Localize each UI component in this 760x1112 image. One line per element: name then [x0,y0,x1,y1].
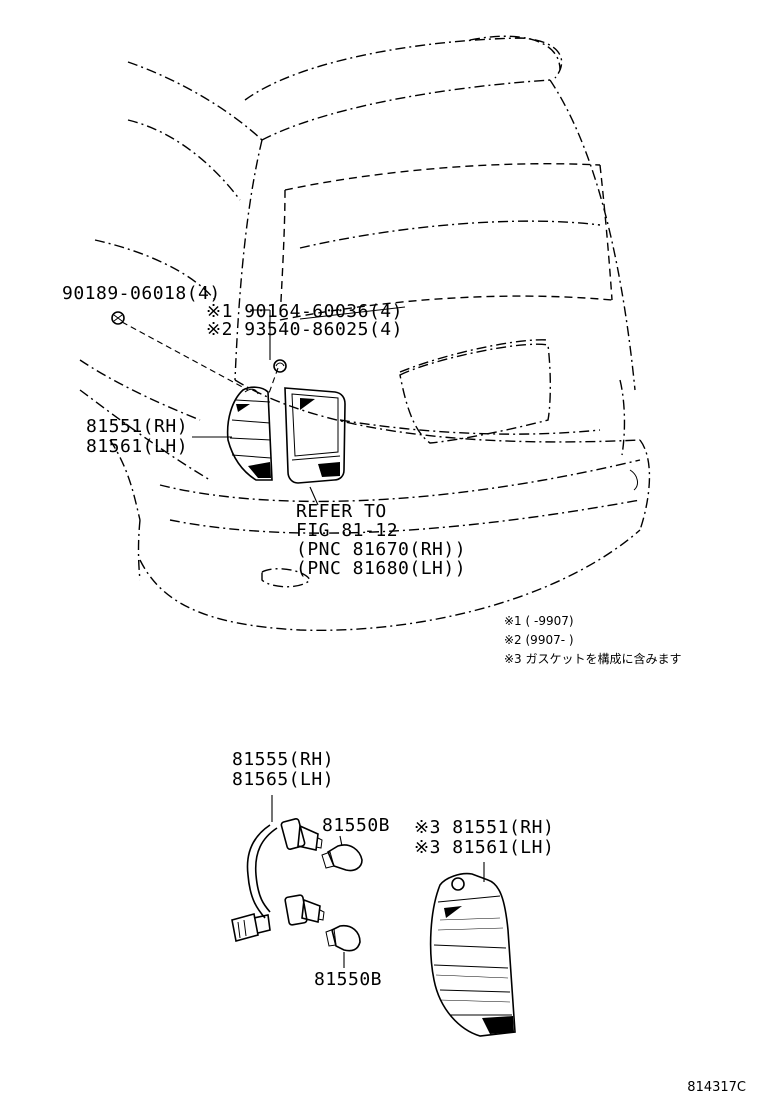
note-3: ※3 ガスケットを構成に含みます [504,652,682,666]
label-lamp-unit-lh: ※3 81561(LH) [414,837,555,858]
bolt-icon [111,311,125,325]
label-refer-fig: FIG 81-12 [296,520,399,541]
label-lamp-unit-rh: ※3 81551(RH) [414,817,555,838]
label-socket-lh: 81565(LH) [232,769,335,790]
label-socket-rh: 81555(RH) [232,749,335,770]
label-refer-pnc-rh: (PNC 81670(RH)) [296,539,467,560]
vehicle-outline [79,35,651,632]
label-nut-part-number-2: ※2 93540-86025(4) [206,319,403,340]
label-bulb-upper: 81550B [322,815,391,836]
label-nut-part-number-1: ※1 90164-60036(4) [206,301,403,322]
bulb-lower-icon [325,924,361,968]
figure-code: 814317C [687,1080,746,1095]
rear-lamp-installed-icon [226,386,273,481]
bulb-upper-icon [321,835,363,872]
label-lamp-rh: 81551(RH) [86,416,189,437]
rear-lamp-unit-icon [429,862,516,1037]
back-door-lamp-icon [284,387,346,484]
label-refer-pnc-lh: (PNC 81680(LH)) [296,558,467,579]
label-lamp-lh: 81561(LH) [86,436,189,457]
installation-leaders [121,306,406,506]
socket-wire-assembly-icon [231,795,325,942]
label-refer-to: REFER TO [296,501,387,522]
label-bulb-lower: 81550B [314,969,383,990]
note-1: ※1 ( -9907) [504,614,574,628]
label-bolt-part-number: 90189-06018(4) [62,283,221,304]
note-2: ※2 (9907- ) [504,633,574,647]
nut-icon [273,359,287,373]
